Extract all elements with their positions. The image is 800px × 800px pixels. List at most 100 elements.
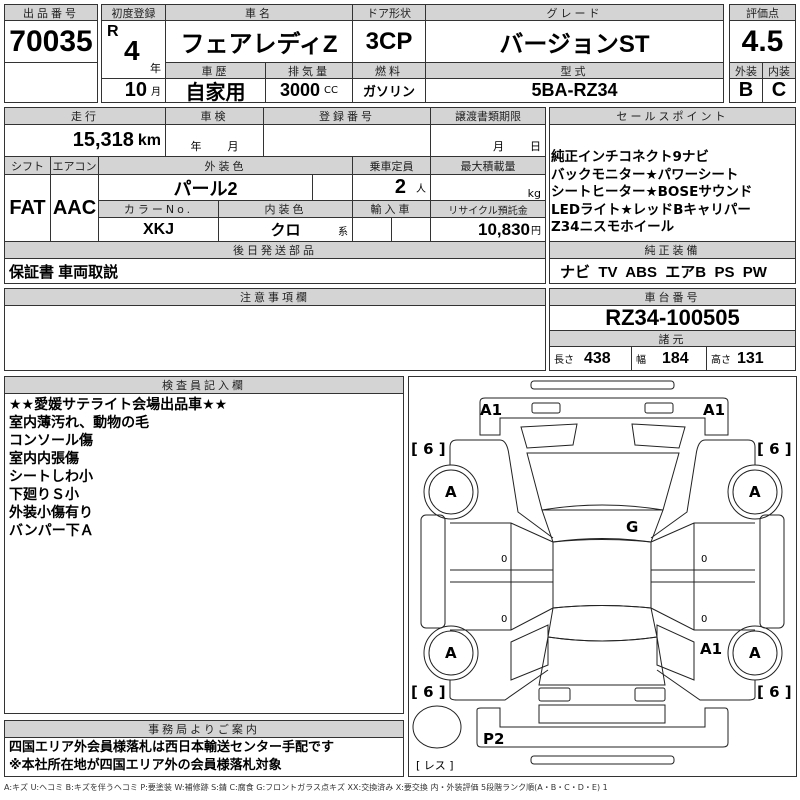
history-label: 車歴 — [165, 62, 266, 79]
fuel-label: 燃料 — [352, 62, 426, 79]
rear-panel — [538, 704, 666, 724]
car-name: フェアレディZ — [165, 20, 353, 63]
headlight-left — [531, 402, 561, 414]
displacement-unit: CC — [324, 85, 338, 96]
wheel-fl: A — [445, 483, 457, 501]
first-reg-year: R 4 年 — [101, 20, 166, 79]
inspector-note: 外装小傷有り — [9, 505, 93, 521]
office-box: 四国エリア外会員様落札は西日本輸送センター手配です ※本社所在地が四国エリア外の… — [4, 737, 404, 777]
recycle-unit: 円 — [531, 226, 541, 237]
ext-color-value: パール2 — [98, 174, 313, 201]
grade-label: グレード — [425, 4, 724, 21]
capacity-label: 乗車定員 — [352, 156, 431, 175]
right-doors — [650, 522, 755, 631]
chassis-value: RZ34-100505 — [549, 305, 796, 331]
spec-height: 高さ 131 — [706, 346, 796, 371]
trunk — [538, 636, 666, 686]
left-rear-quarter — [449, 624, 549, 701]
int-color-value: クロ — [270, 222, 301, 239]
transfer-date: 月日 — [430, 124, 546, 157]
shift-label: シフト — [4, 156, 51, 175]
inspector-note: ★★愛媛サテライト会場出品車★★ — [9, 397, 228, 413]
inspector-label: 検査員記入欄 — [4, 376, 404, 394]
length-value: 438 — [584, 349, 611, 367]
capacity-unit: 人 — [416, 184, 426, 195]
era: R — [107, 23, 119, 40]
inspection-year-unit: 年 — [190, 140, 202, 153]
notes-box — [4, 305, 546, 371]
int-score: C — [762, 78, 796, 103]
import-value-1 — [352, 217, 392, 242]
office-note: ※本社所在地が四国エリア外の会員様落札対象 — [9, 758, 282, 773]
front-lights — [520, 423, 686, 449]
reg-year: 4 — [124, 35, 140, 66]
specs-label: 諸元 — [549, 330, 796, 347]
door-value: 3CP — [352, 20, 426, 63]
wheels — [423, 464, 783, 681]
tread-rr: [ 6 ] — [757, 683, 792, 701]
inspector-note: コンソール傷 — [9, 433, 93, 449]
model-label: 型式 — [425, 62, 724, 79]
sales-points-box: 純正インチコネクト9ナビ バックモニター★パワーシート シートヒーター★BOSE… — [549, 124, 796, 242]
score-value: 4.5 — [729, 20, 796, 63]
wheel-rr: A — [749, 644, 761, 662]
front-bumper-bar — [530, 380, 675, 390]
equipment-label: 純正装備 — [549, 241, 796, 259]
reg-no-value — [263, 124, 431, 157]
car-name-label: 車名 — [165, 4, 353, 21]
tread-rl: [ 6 ] — [411, 683, 446, 701]
left-front-fender — [449, 439, 554, 539]
door-label: ドア形状 — [352, 4, 426, 21]
right-side-sill — [759, 514, 785, 629]
ext-score-label: 外装 — [729, 62, 763, 79]
height-value: 131 — [737, 349, 764, 367]
aircon-label: エアコン — [50, 156, 99, 175]
tail-light-left — [538, 687, 571, 702]
inspector-note: シートしわ小 — [9, 469, 93, 485]
inspector-note: 室内薄汚れ、動物の毛 — [9, 415, 150, 431]
recycle-value: 10,830 — [478, 219, 530, 239]
history-value: 自家用 — [165, 78, 266, 103]
later-parts-label: 後日発送部品 — [4, 241, 546, 259]
ext-score: B — [729, 78, 763, 103]
reg-no-label: 登録番号 — [263, 107, 431, 125]
headlight-right — [644, 402, 674, 414]
office-label: 事務局よりご案内 — [4, 720, 404, 738]
ext-color-label: 外装色 — [98, 156, 353, 175]
damage-front-left: A1 — [480, 401, 503, 419]
color-no-label: カラーNo. — [98, 200, 219, 218]
wheel-fr: A — [749, 483, 761, 501]
damage-rear-right: A1 — [700, 640, 723, 658]
displacement-value: 3000 — [279, 80, 321, 100]
inspection-label: 車検 — [165, 107, 264, 125]
displacement-label: 排気量 — [265, 62, 353, 79]
sales-point: シートヒーター★BOSEサウンド — [551, 184, 753, 200]
wheel-rl: A — [445, 644, 457, 662]
door-mark: 0 — [701, 614, 708, 625]
transfer-label: 譲渡書類期限 — [430, 107, 546, 125]
spare-tire — [412, 705, 462, 749]
lot-number: 70035 — [4, 20, 98, 63]
capacity-value: 2 — [394, 176, 406, 198]
max-load-unit: kg — [430, 174, 546, 201]
rear-bumper — [476, 707, 729, 748]
inspector-note: 下廻りＳ小 — [9, 487, 79, 503]
sales-point: Z34ニスモホイール — [551, 219, 675, 235]
left-doors — [450, 522, 554, 631]
sales-point: LEDライト★レッドBキャリパー — [551, 201, 751, 218]
left-side-sill — [420, 514, 446, 629]
score-label: 評価点 — [729, 4, 796, 21]
tail-light-right — [634, 687, 666, 702]
height-label: 高さ — [711, 355, 731, 366]
lot-empty — [4, 62, 98, 103]
aircon-value: AAC — [50, 174, 99, 242]
max-load-label: 最大積載量 — [430, 156, 546, 175]
legend: A:キズ U:ヘコミ B:キズを伴うヘコミ P:要塗装 W:補修跡 S:錆 C:… — [4, 783, 608, 792]
length-label: 長さ — [554, 355, 574, 366]
hood — [526, 452, 680, 511]
first-reg-label: 初度登録 — [101, 4, 166, 21]
lot-label: 出品番号 — [4, 4, 98, 21]
inspector-note: バンパー下Ａ — [9, 523, 94, 539]
ext-color-extra — [312, 174, 353, 201]
